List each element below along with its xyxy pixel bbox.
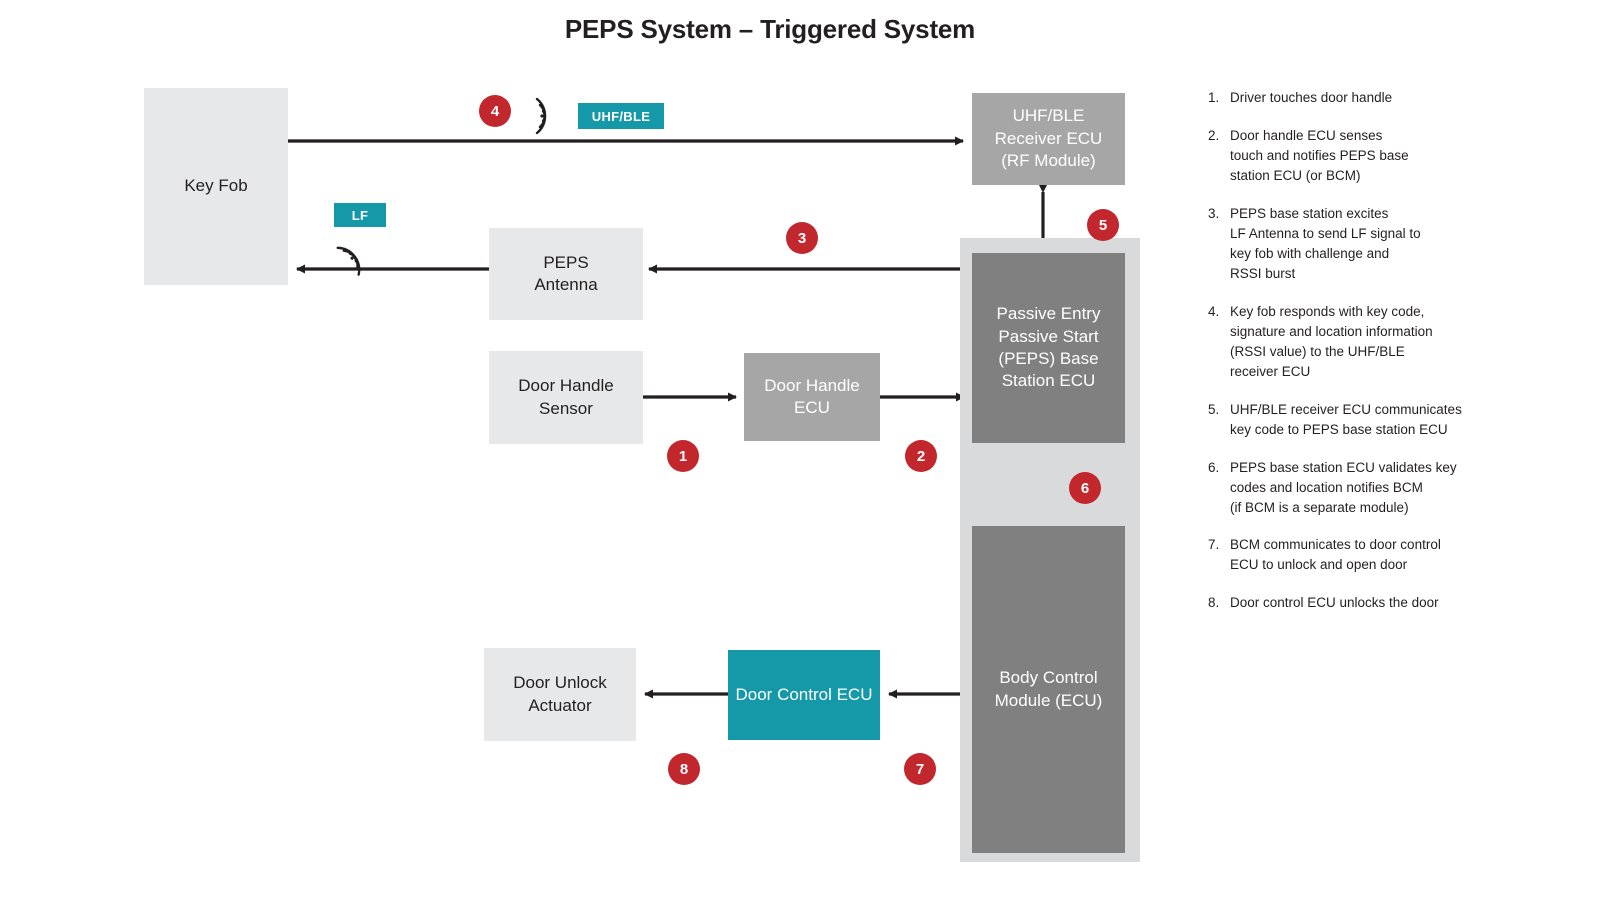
legend-label: UHF/BLE receiver ECU communicates key co…: [1230, 401, 1462, 437]
legend-number: 6.: [1208, 459, 1220, 475]
step-badge-2: 2: [905, 440, 937, 472]
legend-item: 8. Door control ECU unlocks the door: [1208, 593, 1498, 613]
legend-label: BCM communicates to door control ECU to …: [1230, 537, 1441, 573]
legend-label: Door handle ECU senses touch and notifie…: [1230, 127, 1409, 183]
legend-number: 7.: [1208, 537, 1220, 553]
legend-item: 1. Driver touches door handle: [1208, 88, 1498, 108]
legend-number: 8.: [1208, 595, 1220, 611]
legend-label: Key fob responds with key code, signatur…: [1230, 303, 1433, 379]
node-door-control-ecu[interactable]: Door Control ECU: [728, 650, 880, 740]
legend-item: 4. Key fob responds with key code, signa…: [1208, 302, 1498, 382]
legend-number: 3.: [1208, 205, 1220, 221]
legend-item: 5. UHF/BLE receiver ECU communicates key…: [1208, 400, 1498, 440]
legend-number: 1.: [1208, 90, 1220, 105]
legend-label: PEPS base station ECU validates key code…: [1230, 459, 1457, 515]
step-badge-7: 7: [904, 753, 936, 785]
node-peps-base-station-ecu[interactable]: Passive Entry Passive Start (PEPS) Base …: [972, 253, 1125, 443]
legend-item: 6. PEPS base station ECU validates key c…: [1208, 458, 1498, 518]
node-door-unlock-actuator[interactable]: Door Unlock Actuator: [484, 648, 636, 741]
signal-tag-lf: LF: [334, 203, 386, 227]
node-key-fob[interactable]: Key Fob: [144, 88, 288, 285]
step-badge-4: 4: [479, 95, 511, 127]
node-uhf-ble-receiver-ecu[interactable]: UHF/BLE Receiver ECU (RF Module): [972, 93, 1125, 185]
step-badge-6: 6: [1069, 472, 1101, 504]
legend-number: 5.: [1208, 401, 1220, 417]
radio-wave-uhf-ble-icon: [535, 97, 547, 135]
legend-number: 4.: [1208, 303, 1220, 319]
node-peps-antenna[interactable]: PEPS Antenna: [489, 228, 643, 320]
legend-label: PEPS base station excites LF Antenna to …: [1230, 205, 1421, 281]
legend-number: 2.: [1208, 127, 1220, 143]
node-door-handle-ecu[interactable]: Door Handle ECU: [744, 353, 880, 441]
radio-wave-lf-icon: [336, 246, 361, 276]
step-badge-1: 1: [667, 440, 699, 472]
steps-legend: 1. Driver touches door handle 2. Door ha…: [1208, 88, 1498, 631]
legend-label: Door control ECU unlocks the door: [1230, 595, 1439, 611]
page-title: PEPS System – Triggered System: [564, 14, 976, 44]
legend-label: Driver touches door handle: [1230, 90, 1393, 105]
node-door-handle-sensor[interactable]: Door Handle Sensor: [489, 351, 643, 444]
node-body-control-module[interactable]: Body Control Module (ECU): [972, 526, 1125, 853]
legend-item: 2. Door handle ECU senses touch and noti…: [1208, 126, 1498, 186]
signal-tag-uhf-ble: UHF/BLE: [578, 103, 664, 129]
step-badge-3: 3: [786, 222, 818, 254]
legend-item: 3. PEPS base station excites LF Antenna …: [1208, 204, 1498, 284]
legend-item: 7. BCM communicates to door control ECU …: [1208, 535, 1498, 575]
step-badge-8: 8: [668, 753, 700, 785]
step-badge-5: 5: [1087, 209, 1119, 241]
